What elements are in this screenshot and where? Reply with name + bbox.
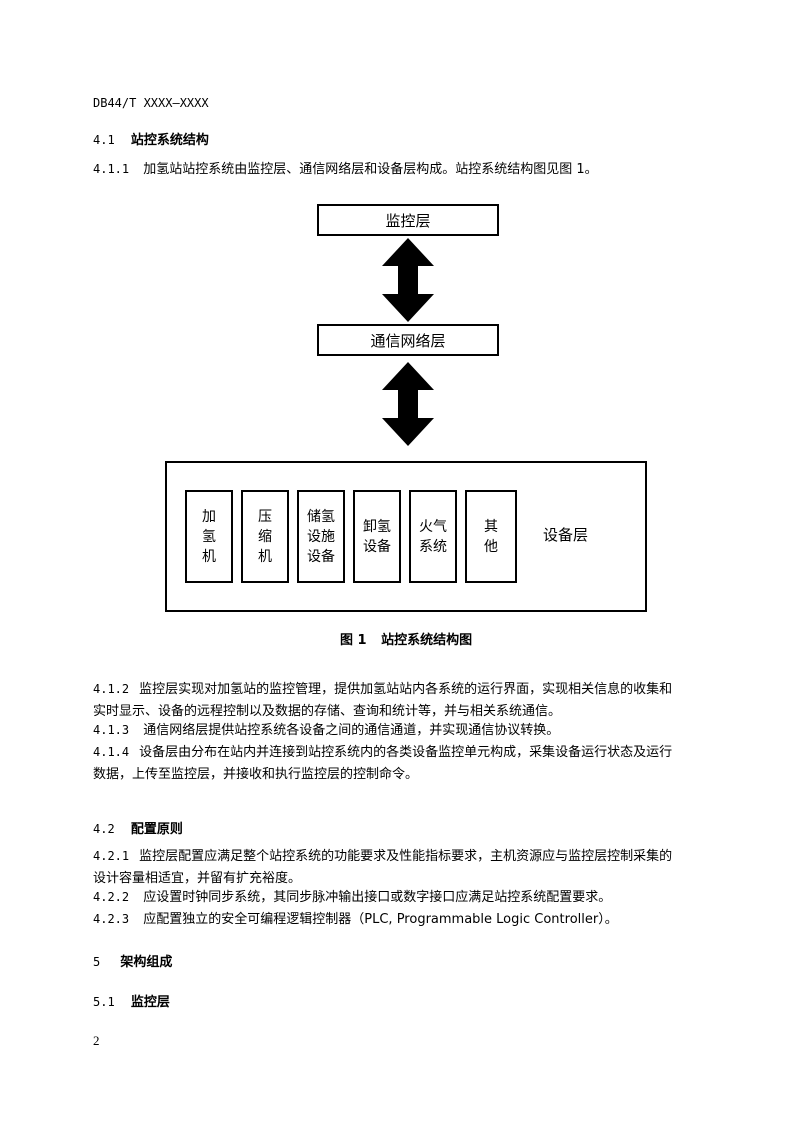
clause-number: 4.1.1 (93, 162, 130, 176)
document-id: DB44/T XXXX—XXXX (93, 96, 209, 110)
clause-4-2-1: 4.2.1 监控层配置应满足整个站控系统的功能要求及性能指标要求，主机资源应与监控… (93, 845, 733, 890)
clause-number: 4.2.2 (93, 890, 130, 904)
caption-title: 站控系统结构图 (381, 633, 473, 648)
monitoring-layer-box: 监控层 (317, 204, 499, 236)
clause-text: 通信网络层提供站控系统各设备之间的通信通道，并实现通信协议转换。 (143, 723, 560, 738)
clause-text-line2: 数据，上传至监控层，并接收和执行监控层的控制命令。 (93, 767, 419, 782)
clause-4-2-3: 4.2.3 应配置独立的安全可编程逻辑控制器（PLC, Programmable… (93, 908, 618, 931)
clause-text: 加氢站站控系统由监控层、通信网络层和设备层构成。站控系统结构图见图 1。 (143, 162, 598, 177)
section-heading-4-2: 4.2 配置原则 (93, 818, 183, 837)
section-number: 4.1 (93, 133, 115, 147)
clause-text-line2: 设计容量相适宜，并留有扩充裕度。 (93, 871, 302, 886)
clause-4-1-1: 4.1.1 加氢站站控系统由监控层、通信网络层和设备层构成。站控系统结构图见图 … (93, 158, 598, 181)
clause-4-1-2: 4.1.2 监控层实现对加氢站的监控管理，提供加氢站站内各系统的运行界面，实现相关… (93, 678, 733, 723)
clause-4-2-2: 4.2.2 应设置时钟同步系统，其同步脉冲输出接口或数字接口应满足站控系统配置要… (93, 886, 611, 909)
section-title: 架构组成 (120, 955, 173, 970)
section-heading-5: 5 架构组成 (93, 951, 172, 970)
network-layer-box: 通信网络层 (317, 324, 499, 356)
caption-number: 图 1 (340, 633, 367, 648)
section-heading-4-1: 4.1 站控系统结构 (93, 129, 209, 148)
clause-text: 应配置独立的安全可编程逻辑控制器（PLC, Programmable Logic… (143, 912, 618, 927)
clause-number: 4.2.3 (93, 912, 130, 926)
device-storage: 储氢 设施 设备 (297, 490, 345, 583)
bidirectional-arrow-icon (382, 238, 434, 322)
device-layer-label: 设备层 (543, 526, 589, 544)
clause-4-1-3: 4.1.3 通信网络层提供站控系统各设备之间的通信通道，并实现通信协议转换。 (93, 719, 559, 742)
device-compressor: 压 缩 机 (241, 490, 289, 583)
device-layer-box (165, 461, 647, 612)
section-number: 4.2 (93, 822, 115, 836)
clause-number: 4.1.2 (93, 682, 130, 696)
section-heading-5-1: 5.1 监控层 (93, 991, 170, 1010)
clause-4-1-4: 4.1.4 设备层由分布在站内并连接到站控系统内的各类设备监控单元构成，采集设备运… (93, 741, 733, 786)
device-fire-gas: 火气 系统 (409, 490, 457, 583)
page-number: 2 (93, 1033, 100, 1048)
clause-text-line1: 监控层实现对加氢站的监控管理，提供加氢站站内各系统的运行界面，实现相关信息的收集… (139, 682, 673, 697)
device-hydrogen-dispenser: 加 氢 机 (185, 490, 233, 583)
section-title: 监控层 (130, 995, 170, 1010)
device-unloading: 卸氢 设备 (353, 490, 401, 583)
section-title: 站控系统结构 (130, 133, 209, 148)
clause-number: 4.2.1 (93, 849, 130, 863)
section-title: 配置原则 (130, 822, 183, 837)
clause-number: 4.1.3 (93, 723, 130, 737)
figure-caption: 图 1 站控系统结构图 (340, 629, 472, 648)
clause-text-line2: 实时显示、设备的远程控制以及数据的存储、查询和统计等，并与相关系统通信。 (93, 704, 562, 719)
section-number: 5.1 (93, 995, 115, 1009)
clause-text-line1: 设备层由分布在站内并连接到站控系统内的各类设备监控单元构成，采集设备运行状态及运… (139, 745, 673, 760)
clause-text-line1: 监控层配置应满足整个站控系统的功能要求及性能指标要求，主机资源应与监控层控制采集… (139, 849, 673, 864)
clause-number: 4.1.4 (93, 745, 130, 759)
device-other: 其 他 (465, 490, 517, 583)
clause-text: 应设置时钟同步系统，其同步脉冲输出接口或数字接口应满足站控系统配置要求。 (143, 890, 612, 905)
bidirectional-arrow-icon (382, 362, 434, 446)
section-number: 5 (93, 955, 101, 969)
